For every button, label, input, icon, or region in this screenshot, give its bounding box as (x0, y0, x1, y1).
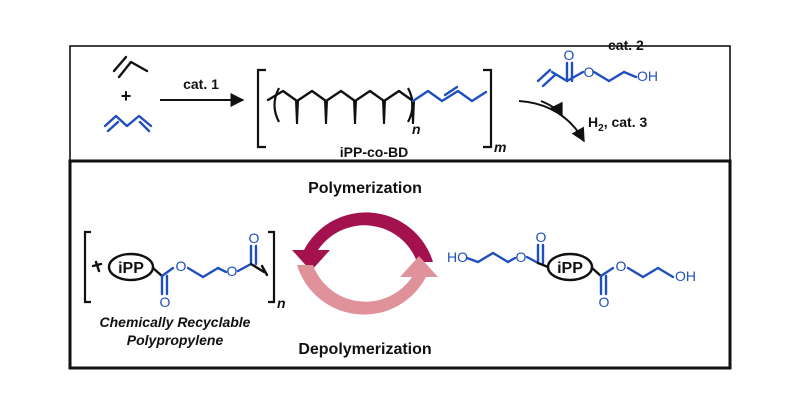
carbonyl-oxygen-1: O (160, 294, 171, 310)
methyl-wedge (382, 101, 386, 124)
ester-oxygen-1: O (176, 258, 187, 274)
catalyst-1-label: cat. 1 (183, 76, 219, 92)
ipp-label-right: iPP (557, 260, 583, 277)
ipp-label-left: iPP (118, 260, 144, 277)
carbonyl-oxygen-2: O (249, 230, 260, 246)
methyl-wedge (411, 101, 415, 124)
hydroxyl-right: OH (675, 268, 696, 284)
caption-line-1: Chemically Recyclable (100, 314, 251, 330)
copolymer-label: iPP-co-BD (340, 144, 408, 160)
ester-oxygen-2: O (227, 263, 238, 279)
caption-line-2: Polypropylene (127, 332, 224, 348)
methyl-wedge (295, 101, 299, 124)
methyl-wedge (324, 101, 328, 124)
plus-sign: + (121, 86, 132, 106)
copolymer-structure (256, 68, 493, 149)
macromonomer-structure (465, 243, 675, 296)
methyl-wedge (353, 101, 357, 124)
recyclable-polymer-structure (83, 230, 276, 304)
polymer-subscript-n: n (277, 295, 286, 311)
hydrogen-label: H2, cat. 3 (588, 114, 647, 134)
subscript-m: m (494, 139, 506, 155)
polymerization-label: Polymerization (308, 180, 422, 197)
propylene-structure (112, 55, 149, 79)
carbonyl-oxygen-3: O (536, 229, 547, 245)
ester-oxygen-4: O (616, 258, 627, 274)
hydroxyethyl-acrylate-structure (536, 61, 638, 88)
catalyst-2-label: cat. 2 (608, 37, 644, 53)
inner-frame (68, 159, 732, 370)
ester-oxygen: O (584, 64, 595, 80)
hydroxyl-left: HO (447, 249, 468, 265)
depolymerization-arrow (297, 256, 438, 315)
carbonyl-oxygen-4: O (599, 294, 610, 310)
depolymerization-label: Depolymerization (298, 341, 431, 358)
butadiene-structure (103, 114, 153, 133)
hydroxyl-group: OH (637, 68, 658, 84)
subscript-n: n (412, 121, 421, 137)
polymerization-arrow (292, 212, 433, 271)
carbonyl-oxygen: O (564, 47, 575, 63)
ester-oxygen-3: O (516, 249, 527, 265)
